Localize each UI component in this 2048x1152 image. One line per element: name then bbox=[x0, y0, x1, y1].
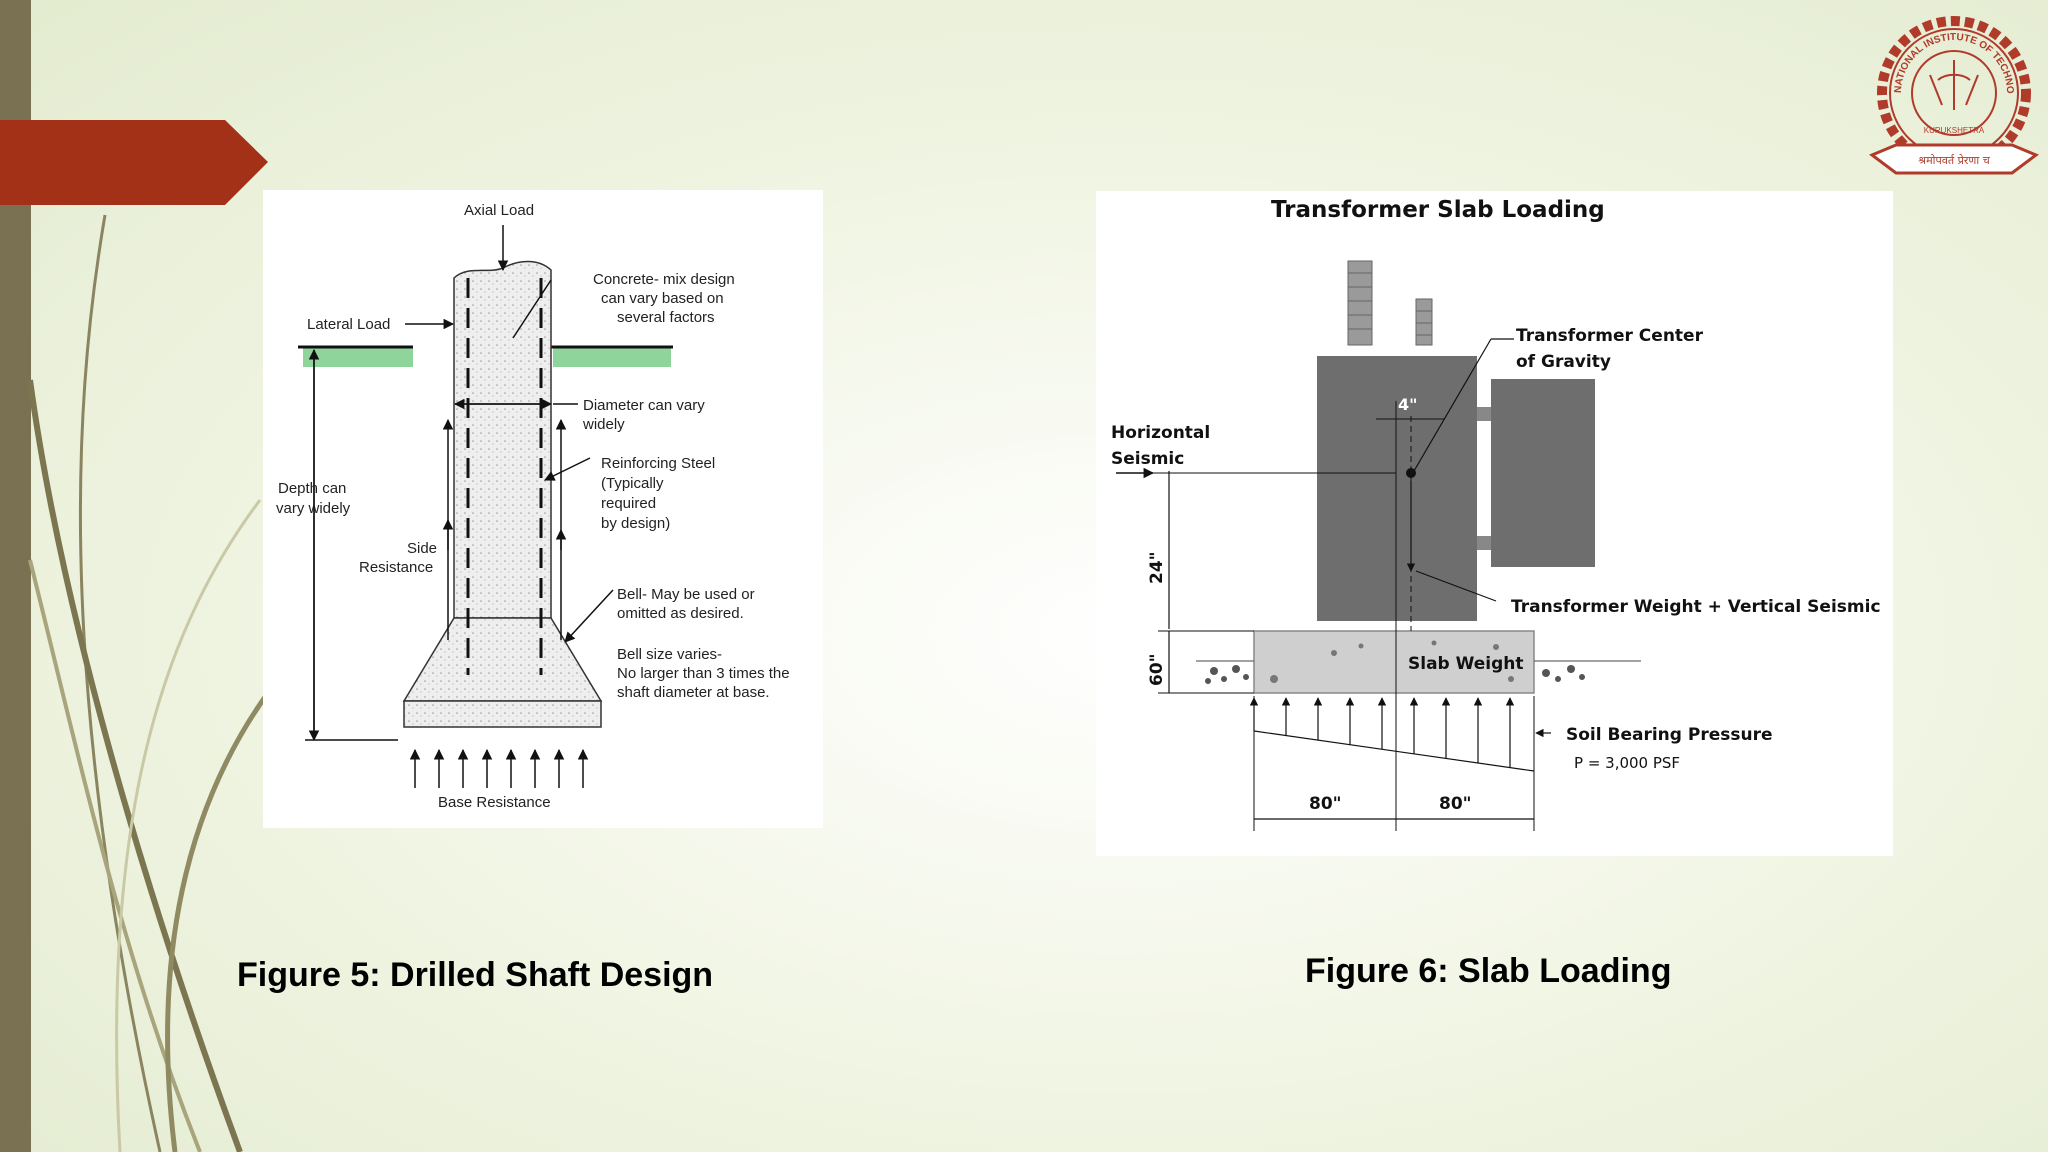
title-marker-tab bbox=[0, 120, 268, 205]
figure-6-caption: Figure 6: Slab Loading bbox=[1305, 952, 1672, 990]
logo-motto: श्रमोपवर्त प्रेरणा च bbox=[1918, 154, 1990, 167]
label-lateral-load: Lateral Load bbox=[307, 316, 390, 333]
label-side-1: Side bbox=[407, 540, 437, 557]
slab-loading-diagram: Transformer Slab Loading Transformer Cen… bbox=[1096, 191, 1893, 856]
label-diameter-1: Diameter can vary bbox=[583, 397, 705, 414]
logo-city: KURUKSHETRA bbox=[1924, 126, 1985, 135]
label-cg-1: Transformer Center bbox=[1516, 326, 1704, 346]
label-dim-24: 24" bbox=[1147, 551, 1167, 584]
label-side-2: Resistance bbox=[359, 559, 433, 576]
label-steel-3: required bbox=[601, 495, 656, 512]
label-slab-weight: Slab Weight bbox=[1408, 654, 1524, 674]
label-bellsize-2: No larger than 3 times the bbox=[617, 665, 790, 682]
label-concrete-2: can vary based on bbox=[601, 290, 724, 307]
label-dim-60: 60" bbox=[1147, 653, 1167, 686]
label-steel-2: (Typically bbox=[601, 475, 664, 492]
institute-logo: NATIONAL INSTITUTE OF TECHNOLOGY KURUKSH… bbox=[1866, 5, 2039, 175]
label-dim-80-right: 80" bbox=[1439, 794, 1472, 814]
label-axial-load: Axial Load bbox=[464, 202, 534, 219]
label-bellsize-3: shaft diameter at base. bbox=[617, 684, 770, 701]
label-bell-2: omitted as desired. bbox=[617, 605, 744, 622]
label-transformer-weight: Transformer Weight + Vertical Seismic bbox=[1511, 597, 1881, 617]
label-steel-4: by design) bbox=[601, 515, 670, 532]
label-cg-2: of Gravity bbox=[1516, 352, 1611, 372]
label-base-resistance: Base Resistance bbox=[438, 794, 551, 811]
label-pressure: P = 3,000 PSF bbox=[1574, 754, 1680, 772]
label-concrete-1: Concrete- mix design bbox=[593, 271, 735, 288]
label-offset-4in: 4" bbox=[1398, 395, 1417, 414]
label-depth-2: vary widely bbox=[276, 500, 351, 517]
figure-5-caption: Figure 5: Drilled Shaft Design bbox=[237, 956, 714, 994]
label-dim-80-left: 80" bbox=[1309, 794, 1342, 814]
label-horizontal-1: Horizontal bbox=[1111, 423, 1210, 443]
label-bellsize-1: Bell size varies- bbox=[617, 646, 722, 663]
label-depth-1: Depth can bbox=[278, 480, 346, 497]
label-horizontal-2: Seismic bbox=[1111, 449, 1184, 469]
decorative-swoosh bbox=[27, 214, 273, 1152]
label-diameter-2: widely bbox=[582, 416, 625, 433]
slab-title: Transformer Slab Loading bbox=[1271, 197, 1605, 223]
lamp-icon bbox=[1929, 60, 1979, 110]
label-concrete-3: several factors bbox=[617, 309, 715, 326]
label-bell-1: Bell- May be used or bbox=[617, 586, 755, 603]
label-soil-bearing: Soil Bearing Pressure bbox=[1566, 725, 1772, 745]
label-steel-1: Reinforcing Steel bbox=[601, 455, 715, 472]
drilled-shaft-diagram: Axial Load Lateral Load Concrete- mix de… bbox=[263, 190, 823, 828]
